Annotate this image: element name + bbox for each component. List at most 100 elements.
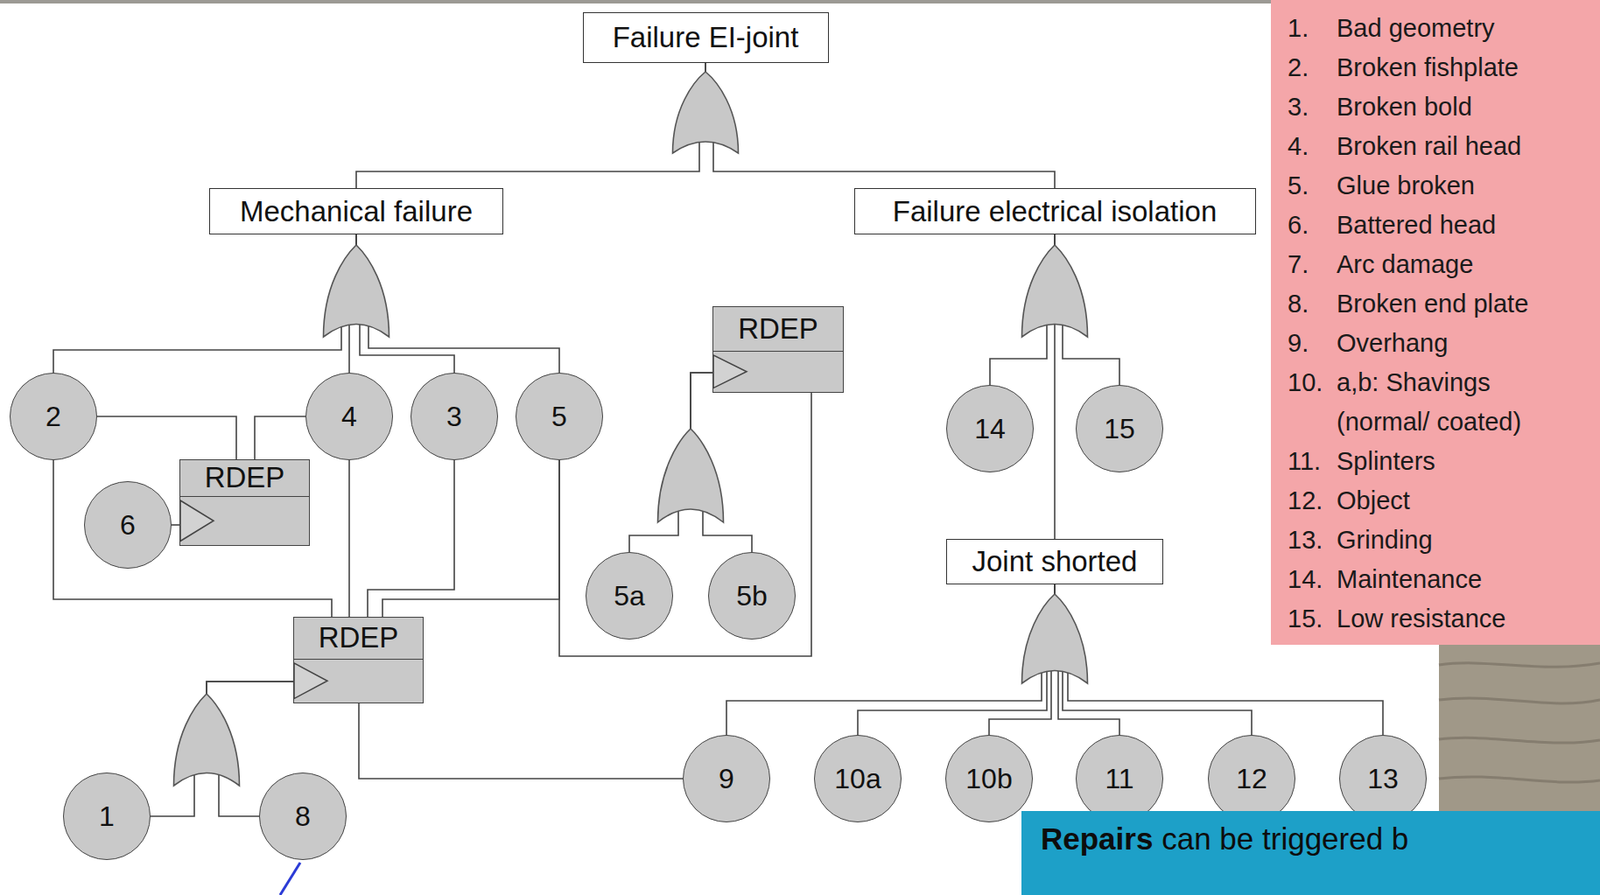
node-text: Broken end plate bbox=[1336, 284, 1565, 324]
or-gate bbox=[1022, 594, 1088, 684]
connector-line bbox=[358, 703, 683, 779]
leader-line bbox=[280, 863, 301, 895]
node-text: 12 bbox=[1235, 763, 1268, 795]
node-text: Repairs bbox=[1040, 821, 1153, 857]
rdep-header: RDEP bbox=[294, 617, 423, 660]
node-text: 1 bbox=[98, 800, 115, 833]
node-text: Joint shorted bbox=[972, 545, 1138, 579]
node-text: 3 bbox=[446, 400, 463, 433]
node-text: Failure EI-joint bbox=[612, 21, 800, 55]
connector-line bbox=[705, 63, 1055, 189]
event-box: Failure EI-joint bbox=[582, 12, 829, 64]
node-text: 13. bbox=[1287, 520, 1337, 561]
node-text: 9. bbox=[1287, 323, 1337, 364]
trigger-triangle bbox=[180, 497, 218, 546]
rdep-header: RDEP bbox=[713, 307, 843, 352]
connector-line bbox=[254, 416, 306, 460]
node-text: 8. bbox=[1287, 284, 1337, 324]
node-text: Grinding bbox=[1336, 520, 1565, 561]
basic-event-circle: 2 bbox=[9, 372, 98, 461]
basic-event-circle: 6 bbox=[84, 481, 172, 569]
node-text: 5. bbox=[1287, 166, 1337, 206]
node-text: 15 bbox=[1103, 413, 1136, 445]
node-text: can be triggered b bbox=[1161, 821, 1409, 857]
node-text: 5a bbox=[613, 580, 646, 612]
connector-line bbox=[97, 416, 237, 460]
basic-event-circle: 4 bbox=[305, 372, 393, 461]
node-text: Failure electrical isolation bbox=[892, 195, 1218, 229]
basic-event-circle: 10a bbox=[814, 735, 902, 823]
trigger-triangle bbox=[713, 355, 747, 389]
rdep-gate: RDEP bbox=[712, 306, 844, 393]
connector-line bbox=[53, 234, 357, 373]
connector-line bbox=[53, 460, 332, 618]
node-text: Object bbox=[1336, 481, 1565, 521]
event-box: Failure electrical isolation bbox=[854, 188, 1257, 235]
connector-line bbox=[171, 524, 180, 527]
node-text: 10b bbox=[965, 763, 1012, 795]
basic-event-circle: 14 bbox=[946, 385, 1034, 473]
node-text: 3. bbox=[1287, 87, 1337, 127]
basic-event-circle: 5 bbox=[515, 372, 604, 461]
node-text: RDEP bbox=[204, 462, 286, 494]
rdep-header: RDEP bbox=[180, 460, 309, 498]
rdep-gate: RDEP bbox=[293, 617, 424, 704]
or-gate bbox=[174, 694, 240, 786]
node-text: 5 bbox=[551, 400, 568, 433]
basic-event-circle: 10b bbox=[945, 735, 1033, 823]
node-text: Maintenance bbox=[1336, 560, 1565, 600]
legend-list: 1.Bad geometry2.Broken fishplate3.Broken… bbox=[1270, 0, 1600, 646]
node-text: a,b: Shavings (normal/ coated) bbox=[1336, 363, 1565, 443]
trigger-triangle bbox=[294, 659, 331, 703]
connector-line bbox=[348, 460, 351, 618]
node-text: 11. bbox=[1287, 442, 1337, 482]
node-text: 2 bbox=[45, 400, 62, 433]
basic-event-circle: 9 bbox=[682, 735, 771, 823]
node-text: Broken bold bbox=[1336, 87, 1565, 127]
node-text: Bad geometry bbox=[1336, 8, 1565, 49]
node-text: 2. bbox=[1287, 48, 1337, 88]
node-text: Low resistance bbox=[1336, 599, 1565, 639]
connector-line bbox=[356, 234, 560, 373]
node-text: 13 bbox=[1367, 763, 1399, 795]
trigger-triangle bbox=[180, 500, 214, 542]
connector-line bbox=[367, 460, 455, 618]
or-gate bbox=[673, 71, 739, 154]
connector-line bbox=[356, 63, 706, 189]
node-text: Overhang bbox=[1336, 323, 1565, 364]
node-text: 7. bbox=[1287, 245, 1337, 285]
node-text: 14. bbox=[1287, 560, 1337, 600]
node-text: 8 bbox=[294, 800, 311, 833]
node-text: 5b bbox=[736, 580, 768, 612]
basic-event-circle: 5a bbox=[585, 552, 674, 640]
or-gate bbox=[1022, 245, 1088, 337]
node-text: 4. bbox=[1287, 126, 1337, 167]
node-text: Broken rail head bbox=[1336, 126, 1565, 167]
basic-event-circle: 12 bbox=[1207, 735, 1296, 823]
node-text: 15. bbox=[1287, 599, 1337, 639]
rdep-gate: RDEP bbox=[179, 459, 310, 547]
photo-strip bbox=[0, 0, 1271, 4]
basic-event-circle: 3 bbox=[410, 372, 499, 461]
event-box: Mechanical failure bbox=[209, 188, 504, 235]
node-text: 14 bbox=[974, 413, 1006, 445]
or-gate bbox=[658, 428, 724, 523]
trigger-triangle bbox=[713, 351, 751, 393]
basic-event-circle: 5b bbox=[708, 552, 796, 640]
node-text: Battered head bbox=[1336, 205, 1565, 246]
node-text: 9 bbox=[718, 763, 735, 795]
node-text: Glue broken bbox=[1336, 166, 1565, 206]
node-text: Arc damage bbox=[1336, 245, 1565, 285]
connector-line bbox=[382, 460, 560, 618]
node-text: 6. bbox=[1287, 205, 1337, 246]
node-text: 6 bbox=[119, 509, 136, 541]
node-text: 1. bbox=[1287, 8, 1337, 49]
node-text: RDEP bbox=[318, 622, 400, 654]
basic-event-circle: 11 bbox=[1075, 735, 1164, 823]
trigger-triangle bbox=[294, 663, 328, 700]
note-box: Repairscan be triggered b bbox=[1021, 811, 1600, 895]
node-text: 4 bbox=[341, 400, 358, 433]
basic-event-circle: 13 bbox=[1339, 735, 1427, 823]
node-text: 10. bbox=[1287, 363, 1337, 403]
